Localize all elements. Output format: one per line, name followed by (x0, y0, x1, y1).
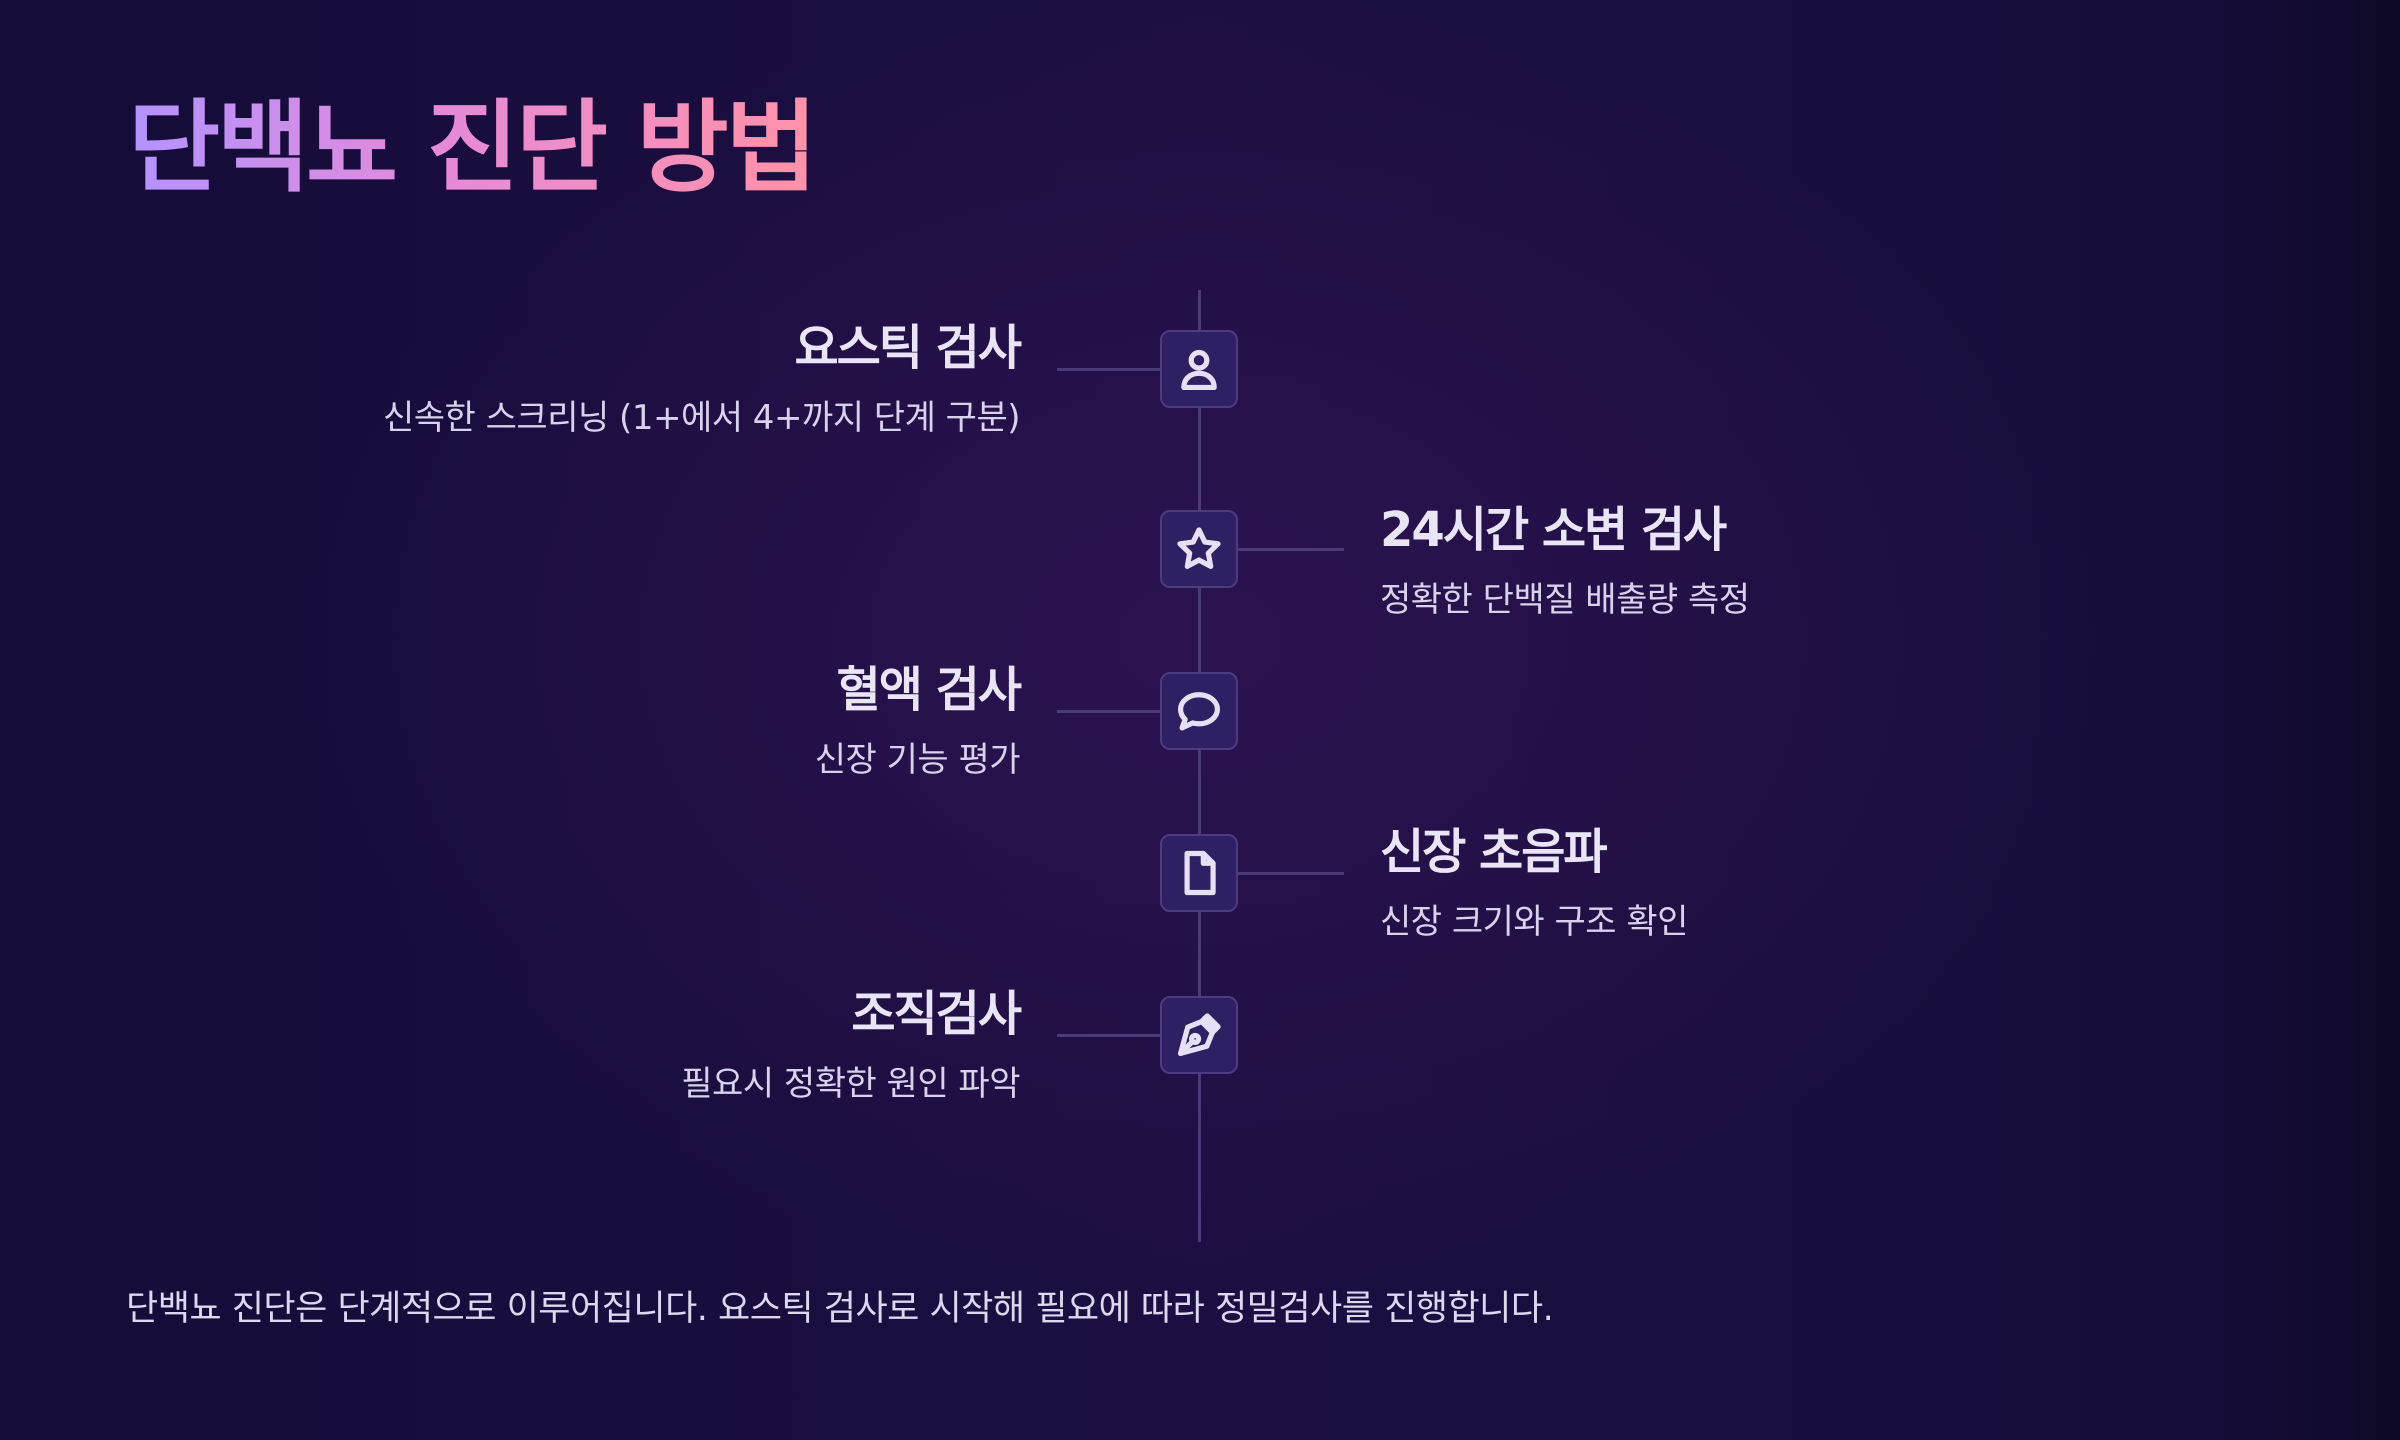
step-title: 혈액 검사 (836, 662, 1022, 718)
step-title: 신장 초음파 (1380, 824, 1608, 880)
user-icon (1181, 349, 1217, 391)
connector-2 (1238, 548, 1344, 551)
step-item-5: 조직검사 필요시 정확한 원인 파악 (300, 984, 1022, 1106)
connector-5 (1057, 1034, 1160, 1037)
timeline-node-5 (1160, 996, 1238, 1074)
pen-nib-icon (1177, 1013, 1221, 1057)
step-item-3: 혈액 검사 신장 기능 평가 (300, 660, 1022, 782)
timeline-node-3 (1160, 672, 1238, 750)
connector-1 (1057, 368, 1160, 371)
step-description: 신장 크기와 구조 확인 (1380, 902, 1688, 942)
timeline-node-1 (1160, 330, 1238, 408)
chat-bubble-icon (1177, 692, 1221, 731)
step-description: 필요시 정확한 원인 파악 (681, 1064, 1020, 1104)
connector-3 (1057, 710, 1160, 713)
step-title: 요스틱 검사 (794, 320, 1022, 376)
background-edge-shade (2310, 0, 2400, 1440)
timeline-node-4 (1160, 834, 1238, 912)
step-item-2: 24시간 소변 검사 정확한 단백질 배출량 측정 (1380, 500, 2100, 622)
connector-4 (1238, 872, 1344, 875)
step-description: 신속한 스크리닝 (1+에서 4+까지 단계 구분) (382, 398, 1021, 438)
timeline-spine (1198, 290, 1201, 1242)
step-item-4: 신장 초음파 신장 크기와 구조 확인 (1380, 822, 2100, 944)
footer-summary: 단백뇨 진단은 단계적으로 이루어집니다. 요스틱 검사로 시작해 필요에 따라… (126, 1289, 1554, 1329)
step-description: 신장 기능 평가 (814, 740, 1021, 780)
step-title: 조직검사 (851, 986, 1022, 1042)
document-icon (1184, 850, 1216, 896)
page-title: 단백뇨 진단 방법 (128, 89, 818, 206)
step-title: 24시간 소변 검사 (1380, 502, 1727, 558)
timeline-node-2 (1160, 510, 1238, 588)
star-icon (1177, 527, 1221, 569)
step-item-1: 요스틱 검사 신속한 스크리닝 (1+에서 4+까지 단계 구분) (300, 318, 1022, 440)
step-description: 정확한 단백질 배출량 측정 (1380, 580, 1750, 620)
